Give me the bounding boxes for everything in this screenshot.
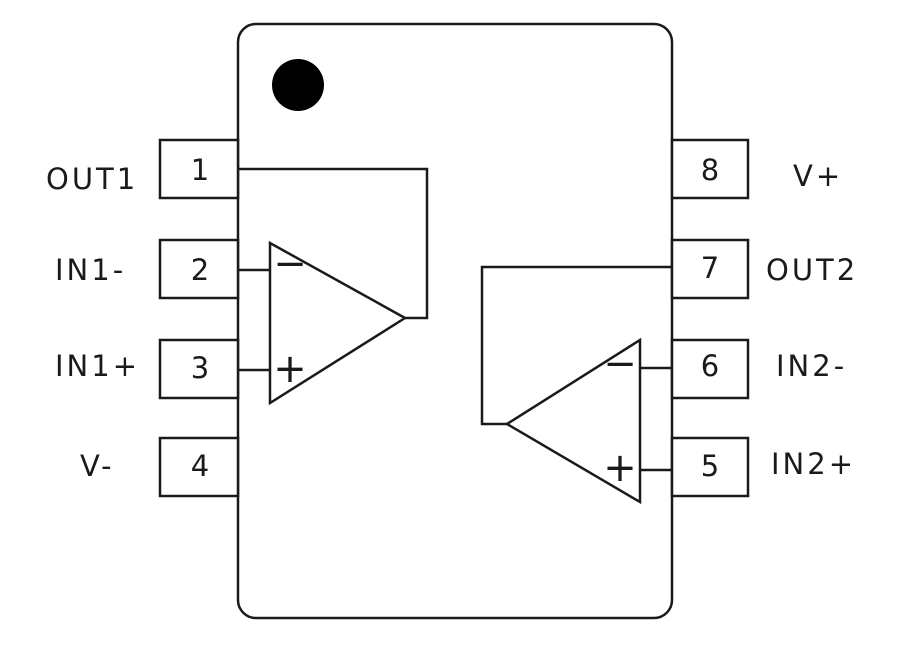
- pin-8-box: [670, 138, 750, 200]
- pin-1-label: OUT1: [46, 162, 138, 196]
- pin-3-label: IN1+: [55, 349, 140, 383]
- pin-1-box: [158, 138, 240, 200]
- pin-4: 4 V-: [80, 436, 240, 498]
- opamp-2: − +: [480, 265, 672, 505]
- pin-4-label: V-: [80, 449, 115, 483]
- opamp-1-minus-sign: −: [273, 241, 307, 287]
- pin-7-number: 7: [701, 251, 719, 285]
- pin-5-box: [670, 436, 750, 498]
- pin-1: 1 OUT1: [46, 138, 240, 200]
- pin-3-number: 3: [191, 351, 209, 385]
- pin-6-number: 6: [701, 349, 719, 383]
- opamp-2-minus-sign: −: [603, 341, 637, 387]
- pin-4-box: [158, 436, 240, 498]
- pin-7: 7 OUT2: [670, 238, 858, 300]
- pin-2: 2 IN1-: [55, 238, 240, 300]
- pin-6-label: IN2-: [776, 349, 847, 383]
- pin-6-box: [670, 338, 750, 400]
- pin-7-label: OUT2: [766, 253, 858, 287]
- pin-5-number: 5: [701, 449, 719, 483]
- opamp-1-plus-sign: +: [273, 346, 307, 392]
- pin-2-box: [158, 238, 240, 300]
- pin-8: 8 V+: [670, 138, 843, 200]
- pin-2-label: IN1-: [55, 253, 126, 287]
- pin-5: 5 IN2+: [670, 436, 856, 498]
- opamp-1: − +: [238, 167, 429, 406]
- opamp-2-feedback-wire: [480, 265, 672, 426]
- pin-6: 6 IN2-: [670, 338, 847, 400]
- chip-body: [236, 22, 674, 620]
- pin-2-number: 2: [191, 253, 209, 287]
- pin-8-number: 8: [701, 153, 719, 187]
- opamp-1-triangle: [268, 240, 408, 406]
- pin-7-box: [670, 238, 750, 300]
- pin-3-box: [158, 338, 240, 400]
- pin-3: 3 IN1+: [55, 338, 240, 400]
- pin-4-number: 4: [191, 449, 209, 483]
- opamp-1-feedback-wire: [238, 167, 429, 320]
- pin1-indicator-dot: [272, 59, 324, 111]
- pin-1-number: 1: [191, 153, 209, 187]
- pin-8-label: V+: [793, 159, 843, 193]
- pin-5-label: IN2+: [771, 447, 856, 481]
- opamp-2-plus-sign: +: [603, 445, 637, 491]
- opamp-2-triangle: [504, 337, 642, 505]
